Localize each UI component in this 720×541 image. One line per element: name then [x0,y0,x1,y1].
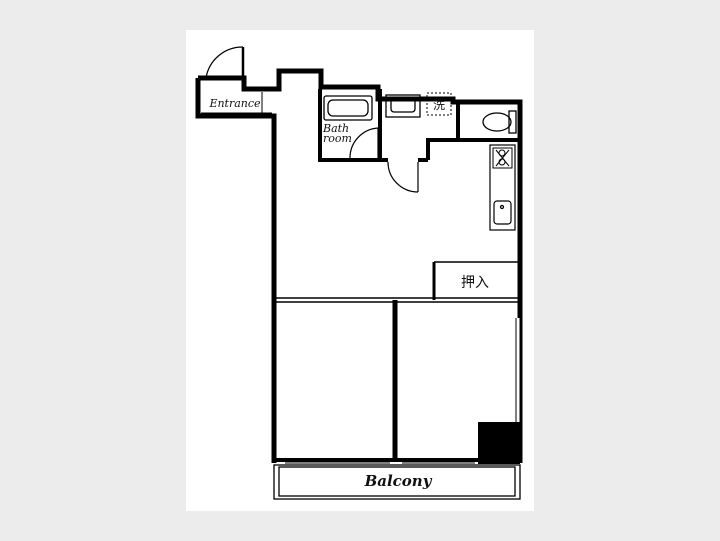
sink-icon [385,94,421,118]
closet [432,261,518,300]
structural-pillar [478,422,520,464]
gas-stove-icon [492,147,513,169]
entrance-label: Entrance [208,97,261,110]
balcony-label: Balcony [364,472,433,490]
balcony-windows [274,458,520,464]
toilet-icon [482,110,517,134]
kitchen-counter [489,144,516,231]
bathtub-icon [323,95,373,121]
room-dividers [276,297,518,460]
wet-area-walls [318,89,518,162]
floor-plan-sheet [186,30,534,511]
bath-label-line1: Bath [322,122,349,135]
exterior-walls [195,68,523,463]
bath-label-line2: room [323,132,352,145]
laundry-label: 洗 [433,98,445,112]
closet-label: 押入 [461,275,489,291]
washroom-door [387,158,419,193]
entrance-door [205,46,245,80]
bathroom-door [349,127,379,159]
laundry-space [426,92,452,116]
right-window [515,318,522,425]
balcony [273,464,521,500]
kitchen-sink-icon [493,200,512,225]
